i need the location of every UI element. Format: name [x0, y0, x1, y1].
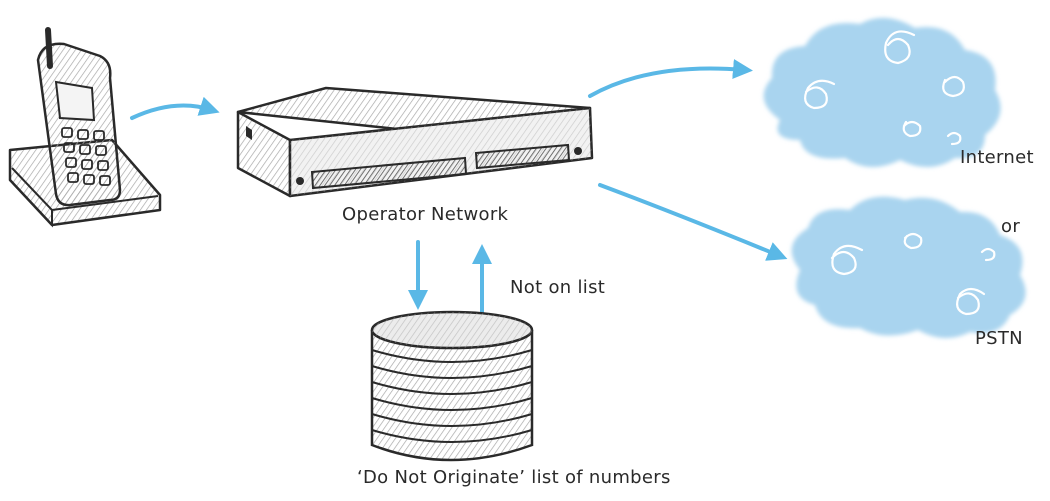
cordless-phone-icon — [8, 27, 162, 228]
internet-label: Internet — [960, 147, 1034, 168]
not-on-list-label: Not on list — [510, 277, 606, 298]
cloud-icon — [763, 17, 1001, 168]
arrow-network-to-internet — [588, 59, 753, 98]
database-icon — [370, 310, 534, 462]
arrow-network-to-pstn — [598, 183, 788, 261]
or-label: or — [1001, 216, 1021, 237]
operator-network-label: Operator Network — [342, 204, 509, 225]
do-not-originate-label: ‘Do Not Originate’ list of numbers — [357, 467, 671, 488]
network-switch-icon — [236, 86, 594, 198]
pstn-label: PSTN — [975, 328, 1023, 349]
arrow-phone-to-network — [130, 96, 220, 120]
cloud-icon — [791, 196, 1026, 339]
